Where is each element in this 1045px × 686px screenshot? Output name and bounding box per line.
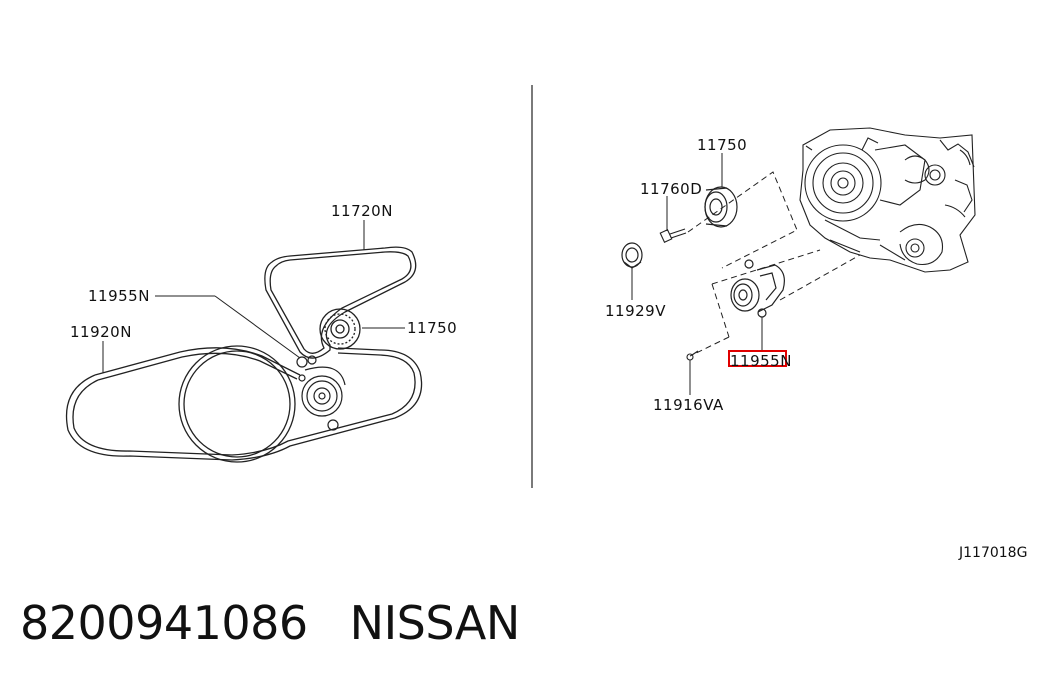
cap-11929v	[621, 242, 643, 269]
bolt-11760d	[659, 228, 687, 243]
belt-11720n-inner	[269, 251, 412, 354]
label-11750-left: 11750	[407, 319, 457, 337]
right-leaders	[631, 153, 763, 395]
label-11750-right: 11750	[697, 136, 747, 154]
tensioner-left	[296, 355, 346, 431]
brand-name: NISSAN	[349, 596, 521, 650]
label-11720n: 11720N	[331, 202, 393, 220]
belt-11920n-top-inner	[97, 352, 298, 381]
highlight-box	[728, 350, 787, 367]
left-belt-layout	[65, 246, 423, 463]
label-11955n-left: 11955N	[88, 287, 150, 305]
footer-caption: 8200941086 NISSAN	[20, 596, 520, 650]
bolt-11916va	[686, 350, 699, 361]
idler-pulley-right	[704, 186, 738, 228]
engine-sketch	[799, 127, 976, 273]
label-11920n: 11920N	[70, 323, 132, 341]
idler-pulley-left	[319, 308, 361, 350]
label-11760d: 11760D	[640, 180, 702, 198]
label-11955n-right: 11955N	[730, 352, 792, 370]
tensioner-right	[730, 259, 785, 318]
label-11929v: 11929V	[605, 302, 666, 320]
reference-code: J117018G	[958, 545, 1027, 561]
left-leaders	[102, 220, 405, 373]
label-11916va: 11916VA	[653, 396, 724, 414]
belt-11920n	[65, 347, 423, 461]
assembly-dashed-lines	[687, 171, 861, 357]
crank-pulley-inner	[183, 350, 291, 458]
belt-11920n-inner	[72, 352, 416, 456]
belt-11720n	[264, 246, 417, 359]
crank-pulley	[178, 345, 296, 463]
part-number: 8200941086	[20, 596, 308, 650]
